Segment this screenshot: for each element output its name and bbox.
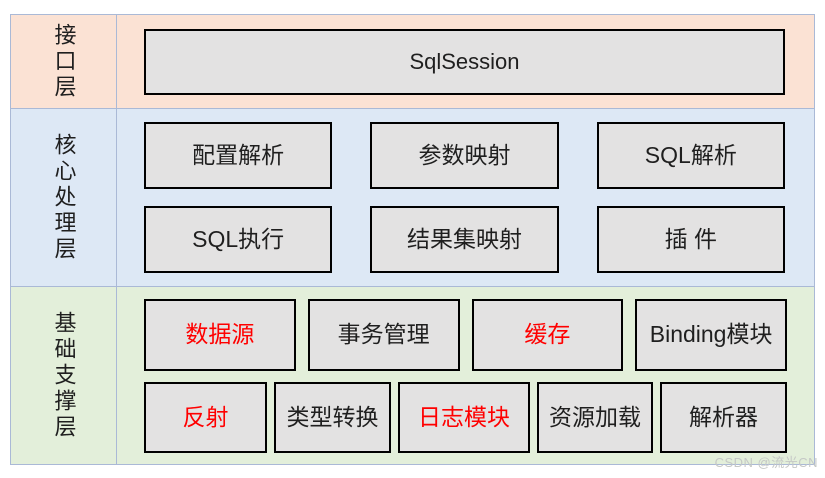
layer-core-content: 配置解析 参数映射 SQL解析 SQL执行 结果集映射 插 件 xyxy=(117,109,814,286)
box-binding-module: Binding模块 xyxy=(635,298,787,371)
layer-foundation-content: 数据源 事务管理 缓存 Binding模块 反射 类型转换 日志模块 资源加载 … xyxy=(117,287,816,464)
box-transaction-management: 事务管理 xyxy=(307,298,460,371)
box-type-conversion: 类型转换 xyxy=(274,381,391,453)
box-resultset-mapping: 结果集映射 xyxy=(370,206,559,273)
box-sql-execute: SQL执行 xyxy=(144,206,333,273)
box-config-parse: 配置解析 xyxy=(144,122,333,189)
layer-interface-content: SqlSession xyxy=(117,15,814,108)
box-sqlsession: SqlSession xyxy=(144,28,785,95)
layer-core-label-cell: 核心处理层 xyxy=(11,109,117,286)
layer-label-core: 核心处理层 xyxy=(51,132,77,263)
box-param-mapping: 参数映射 xyxy=(370,122,559,189)
box-plugin: 插 件 xyxy=(596,206,785,273)
layer-label-foundation: 基础支撑层 xyxy=(51,310,77,441)
layer-label-interface: 接口层 xyxy=(51,22,77,101)
layer-interface: 接口层 SqlSession xyxy=(11,15,814,109)
csdn-watermark: CSDN @流光CN xyxy=(714,455,818,470)
box-datasource: 数据源 xyxy=(144,298,296,371)
box-parser: 解析器 xyxy=(660,381,787,453)
box-resource-loading: 资源加载 xyxy=(537,381,653,453)
layer-interface-label-cell: 接口层 xyxy=(11,15,117,108)
box-cache: 缓存 xyxy=(471,298,624,371)
layer-foundation: 基础支撑层 数据源 事务管理 缓存 Binding模块 反射 类型转换 日志模块… xyxy=(11,287,814,464)
layer-foundation-label-cell: 基础支撑层 xyxy=(11,287,117,464)
box-logging-module: 日志模块 xyxy=(398,381,530,453)
architecture-diagram: 接口层 SqlSession 核心处理层 配置解析 参数映射 SQL解析 SQL… xyxy=(10,14,815,465)
core-row-2: SQL执行 结果集映射 插 件 xyxy=(144,206,785,273)
foundation-row-1: 数据源 事务管理 缓存 Binding模块 xyxy=(144,298,787,371)
box-reflection: 反射 xyxy=(144,381,267,453)
layer-core: 核心处理层 配置解析 参数映射 SQL解析 SQL执行 结果集映射 插 件 xyxy=(11,109,814,287)
foundation-row-2: 反射 类型转换 日志模块 资源加载 解析器 xyxy=(144,381,787,453)
core-row-1: 配置解析 参数映射 SQL解析 xyxy=(144,122,785,189)
box-sql-parse: SQL解析 xyxy=(596,122,785,189)
